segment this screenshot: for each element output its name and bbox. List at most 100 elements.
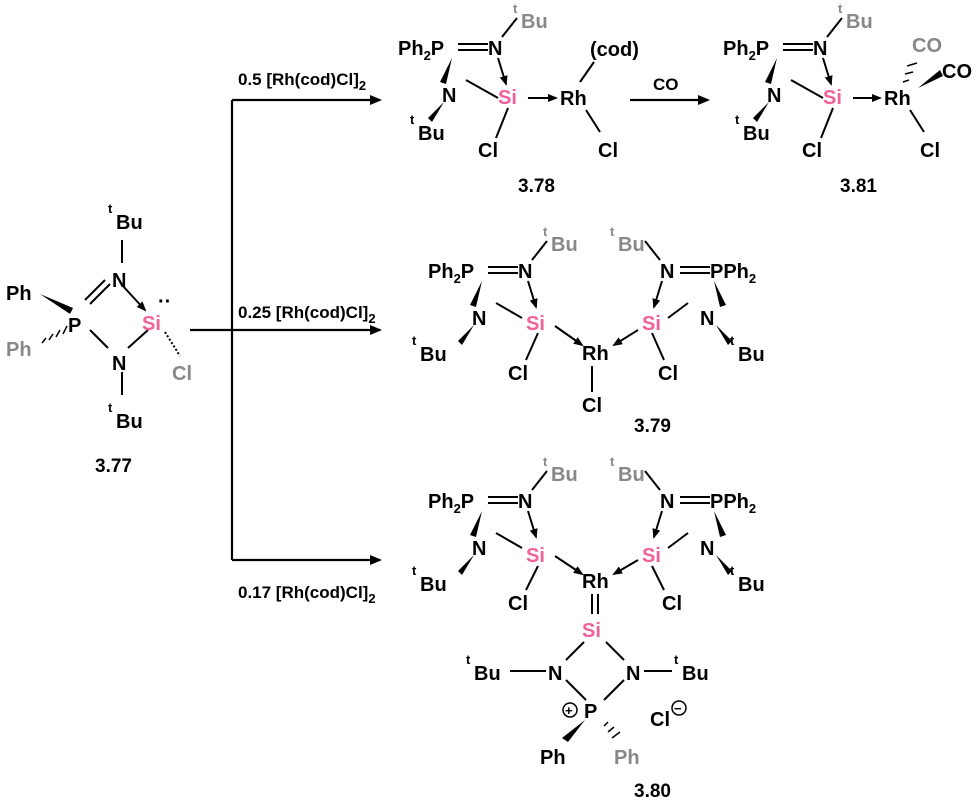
svg-text:Cl: Cl	[478, 140, 498, 162]
svg-text:t: t	[730, 333, 735, 348]
svg-text:Si: Si	[142, 313, 161, 335]
svg-text:t: t	[543, 224, 548, 239]
svg-text:Si: Si	[526, 545, 545, 567]
svg-text:N: N	[472, 538, 486, 560]
svg-text:Bu: Bu	[618, 234, 645, 256]
svg-text:Bu: Bu	[551, 464, 578, 486]
svg-text:Ph2P: Ph2P	[398, 38, 444, 63]
compound-3-78: Ph2P N t Bu N Si Rh (cod) t Bu Cl Cl 3.7…	[398, 1, 639, 197]
svg-text:Cl: Cl	[920, 140, 940, 162]
svg-text:P: P	[584, 701, 597, 723]
svg-text:Bu: Bu	[116, 212, 143, 234]
compound-3-81: Ph2P N t Bu N Si Rh CO CO t Bu Cl Cl 3.8…	[723, 1, 972, 197]
compound-label-3-79: 3.79	[634, 416, 671, 437]
svg-text:Bu: Bu	[738, 344, 765, 366]
svg-text:Bu: Bu	[420, 344, 447, 366]
reagent-label-middle: 0.25 [Rh(cod)Cl]2	[238, 303, 376, 326]
svg-text:(cod): (cod)	[590, 39, 639, 61]
compound-label-3-78: 3.78	[518, 176, 555, 197]
svg-text:Bu: Bu	[521, 11, 548, 33]
compound-label-3-77: 3.77	[95, 456, 132, 477]
svg-text:N: N	[700, 538, 714, 560]
svg-text:Bu: Bu	[618, 464, 645, 486]
svg-text:Bu: Bu	[846, 11, 873, 33]
svg-text:CO: CO	[912, 35, 942, 57]
svg-text:Si: Si	[642, 545, 661, 567]
svg-text:t: t	[513, 1, 518, 16]
svg-text:t: t	[610, 454, 615, 469]
svg-text:t: t	[410, 112, 415, 127]
svg-text:Rh: Rh	[582, 343, 609, 365]
svg-text:Cl: Cl	[508, 593, 528, 615]
svg-text:Si: Si	[582, 620, 601, 642]
compound-label-3-80: 3.80	[634, 781, 671, 802]
svg-text:t: t	[610, 224, 615, 239]
svg-text:N: N	[518, 491, 532, 513]
svg-text:Ph: Ph	[614, 747, 640, 769]
svg-text:t: t	[466, 652, 471, 667]
svg-text:PPh2: PPh2	[710, 261, 756, 286]
svg-text:t: t	[730, 563, 735, 578]
svg-text:N: N	[488, 38, 502, 60]
compound-3-80: Ph2P N t Bu N Si t Bu Cl Rh t Bu N PPh2 …	[412, 454, 765, 802]
svg-text:Ph2P: Ph2P	[723, 38, 769, 63]
svg-text:t: t	[108, 201, 113, 216]
svg-text:N: N	[518, 261, 532, 283]
svg-text:t: t	[735, 112, 740, 127]
svg-text:N: N	[767, 85, 781, 107]
reagent-label-top: 0.5 [Rh(cod)Cl]2	[238, 70, 366, 93]
svg-text:P: P	[68, 315, 81, 337]
svg-text:CO: CO	[942, 61, 972, 83]
svg-text:Cl: Cl	[508, 363, 528, 385]
svg-text:N: N	[442, 85, 456, 107]
compound-3-77: t Bu N Ph P Ph Si ·· Cl N t Bu 3.77	[6, 201, 192, 477]
svg-text:Ph2P: Ph2P	[428, 261, 474, 286]
svg-text:N: N	[813, 38, 827, 60]
svg-text:Si: Si	[526, 313, 545, 335]
svg-text:Bu: Bu	[474, 663, 501, 685]
svg-text:Cl: Cl	[582, 395, 602, 417]
svg-text:N: N	[472, 308, 486, 330]
branch-arrows	[190, 95, 710, 565]
svg-text:t: t	[412, 563, 417, 578]
reagent-label-co: CO	[653, 75, 679, 94]
svg-text:Bu: Bu	[116, 411, 143, 433]
svg-text:Cl: Cl	[172, 363, 192, 385]
svg-text:N: N	[700, 308, 714, 330]
svg-text:t: t	[412, 333, 417, 348]
svg-text:··: ··	[158, 291, 171, 313]
svg-text:Cl: Cl	[658, 363, 678, 385]
svg-text:Si: Si	[498, 87, 517, 109]
wedge-bond-ph	[40, 294, 73, 314]
compound-label-3-81: 3.81	[840, 176, 877, 197]
svg-text:Rh: Rh	[560, 88, 587, 110]
svg-text:Bu: Bu	[738, 574, 765, 596]
compound-3-79: Ph2P N t Bu N Si t Bu Cl Rh Cl t Bu N PP…	[412, 224, 765, 437]
svg-text:Cl: Cl	[650, 709, 670, 731]
svg-text:N: N	[112, 353, 126, 375]
svg-text:N: N	[660, 261, 674, 283]
svg-text:t: t	[108, 400, 113, 415]
svg-text:Rh: Rh	[582, 571, 609, 593]
minus-charge: −	[674, 701, 682, 716]
svg-text:N: N	[548, 663, 562, 685]
svg-text:Cl: Cl	[802, 140, 822, 162]
svg-text:Cl: Cl	[662, 593, 682, 615]
svg-text:Bu: Bu	[551, 234, 578, 256]
svg-text:Bu: Bu	[682, 663, 709, 685]
svg-text:t: t	[674, 652, 679, 667]
plus-charge: +	[565, 703, 573, 718]
svg-text:Ph2P: Ph2P	[428, 491, 474, 516]
svg-text:N: N	[112, 270, 126, 292]
svg-text:N: N	[660, 491, 674, 513]
svg-text:Ph: Ph	[6, 339, 32, 361]
svg-text:Ph: Ph	[540, 747, 566, 769]
svg-text:Bu: Bu	[743, 123, 770, 145]
svg-text:PPh2: PPh2	[710, 491, 756, 516]
svg-text:t: t	[543, 454, 548, 469]
svg-text:Bu: Bu	[418, 123, 445, 145]
svg-text:N: N	[626, 663, 640, 685]
svg-text:Cl: Cl	[598, 140, 618, 162]
svg-text:Ph: Ph	[6, 283, 32, 305]
